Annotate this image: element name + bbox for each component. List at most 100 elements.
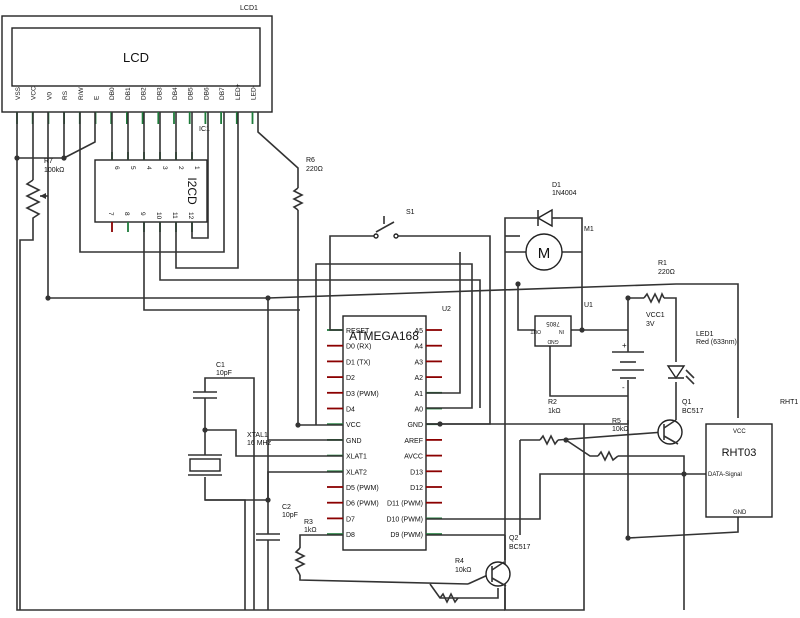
xtal-ref: XTAL1	[247, 432, 268, 439]
junctions	[14, 155, 687, 541]
lcd-pin-label: VCC	[31, 86, 38, 100]
wire-r4-path	[429, 583, 499, 599]
vcc1-battery: + - VCC1 3V	[612, 312, 665, 392]
i2c-pin-label: 7	[107, 212, 114, 216]
q1-ref: Q1	[682, 399, 691, 406]
junction	[14, 155, 20, 161]
led1-val: Red (633nm)	[696, 339, 737, 346]
wire-gnd-right	[426, 420, 629, 425]
led1-ref: LED1	[696, 331, 714, 338]
i2c-pin-label: 3	[161, 166, 168, 170]
wire-7805-out	[517, 284, 535, 331]
wire-a0	[315, 263, 473, 425]
c2-ref: C2	[282, 504, 291, 511]
r3-resistor: R3 1kΩ	[294, 519, 317, 576]
mcu-pin-label: D12	[410, 485, 423, 492]
lcd-pin-label: DB7	[219, 87, 226, 100]
lcd-pin-label: DB0	[109, 87, 116, 100]
mcu-pin-label: D7	[346, 516, 355, 523]
u1-regulator: 7805 OUT IN GND U1	[530, 302, 593, 347]
wire-a1	[426, 252, 461, 394]
d1-diode: D1 1N4004	[520, 182, 577, 228]
s1-switch: S1	[373, 209, 415, 239]
lcd-pin-label: DB3	[156, 87, 163, 100]
wire-d10-data	[426, 473, 706, 520]
junction	[295, 422, 301, 428]
battery-minus: -	[622, 383, 625, 392]
mcu-pin-label: AVCC	[404, 454, 423, 461]
mcu-pin-label: D8	[346, 532, 355, 539]
i2c-name: I2CD	[185, 177, 199, 205]
mcu-pin-label: D3 (PWM)	[346, 391, 379, 398]
lcd-pin-label: LED+	[235, 83, 242, 100]
i2c-pin-label: 11	[171, 212, 178, 219]
mcu-pin-label: D4	[346, 407, 355, 414]
wires	[16, 112, 739, 611]
rht-ref: RHT1	[780, 399, 798, 406]
q2-transistor: Q2 BC517	[485, 535, 531, 587]
i2c-pin-label: 9	[139, 212, 146, 216]
junction	[579, 327, 585, 333]
i2c-pin-label: 8	[123, 212, 130, 216]
mcu-pin-label: VCC	[346, 422, 361, 429]
r2-val: 1kΩ	[548, 408, 561, 415]
r2-ref: R2	[548, 399, 557, 406]
mcu-name: ATMEGA168	[349, 329, 419, 343]
rht-gnd: GND	[733, 510, 747, 516]
r7-val: 100kΩ	[44, 167, 64, 174]
lcd-pin-label: RS	[62, 90, 69, 100]
wire-vss-rs	[16, 112, 65, 159]
junction	[61, 155, 67, 161]
r3-ref: R3	[304, 519, 313, 526]
r4-ref: R4	[455, 558, 464, 565]
rht-name: RHT03	[722, 447, 757, 459]
wire-xlat2	[267, 471, 343, 500]
wire-d8-r3	[299, 534, 343, 548]
junction	[265, 295, 271, 301]
mcu-pin-label: D0 (RX)	[346, 344, 371, 351]
wire-bat-r1	[627, 297, 644, 330]
junction	[515, 281, 521, 287]
r6-val: 220Ω	[306, 166, 323, 173]
wire-e	[63, 112, 96, 159]
lcd-pin-label: LED-	[251, 85, 258, 100]
m1-ref: M1	[584, 226, 594, 233]
wire-pot-gnd	[19, 225, 34, 610]
lcd-pin-label: DB2	[141, 87, 148, 100]
mcu-pin-label: D9 (PWM)	[390, 532, 423, 539]
r5-ref: R5	[612, 418, 621, 425]
i2c-pin-label: 10	[155, 212, 162, 220]
wire-gnd-mcu	[267, 298, 343, 441]
m1-motor: M M1	[505, 226, 594, 271]
lcd-pin-label: DB4	[172, 87, 179, 100]
r1-resistor: R1 220Ω	[643, 260, 675, 304]
wire-xlat1	[205, 429, 343, 457]
i2c-body	[94, 159, 208, 223]
u1-out: OUT	[530, 328, 541, 334]
r1-ref: R1	[658, 260, 667, 267]
junction	[625, 535, 631, 541]
mcu-pin-label: A2	[414, 375, 423, 382]
r2-resistor: R2 1kΩ	[548, 399, 561, 415]
xtal-val: 16 MHz	[247, 440, 272, 447]
q2-ref: Q2	[509, 535, 518, 542]
r4-val: 10kΩ	[455, 567, 472, 574]
rht03-sensor: RHT03 VCC DATA-Signal GND RHT1	[705, 399, 798, 518]
lcd-pin-label: R/W	[78, 87, 85, 101]
mcu-body	[342, 315, 427, 551]
junction	[681, 471, 687, 477]
wire-q2-emitter	[504, 424, 585, 611]
lcd-pin-label: E	[94, 95, 101, 100]
d1-val: 1N4004	[552, 190, 577, 197]
wire-gnd-left	[16, 158, 254, 611]
mcu-pin-label: D5 (PWM)	[346, 485, 379, 492]
lcd-pin-label: DB5	[188, 87, 195, 100]
wire-i2c-9	[159, 222, 481, 408]
wire-7805-gnd	[549, 345, 628, 397]
led1: LED1 Red (633nm)	[666, 331, 737, 385]
wire-vcc-rail	[48, 283, 739, 418]
